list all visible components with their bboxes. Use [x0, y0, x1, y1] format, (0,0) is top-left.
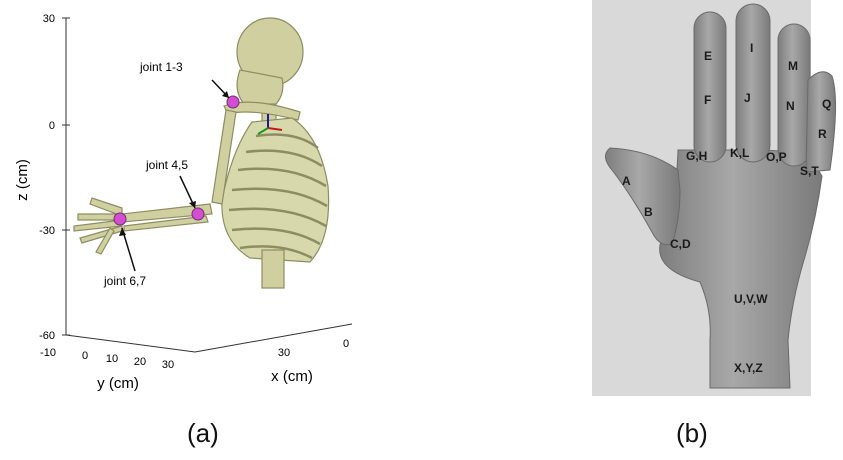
- hand-label: U,V,W: [734, 292, 768, 306]
- z-tick-label: 30: [43, 13, 55, 25]
- x-axis-label: x (cm): [271, 368, 313, 385]
- y-tick-label: 30: [162, 359, 174, 371]
- z-tick-label: 0: [49, 120, 55, 132]
- skeleton-figure: 30 0 -30 -60 z (cm) -10 0 10 20 30 y (cm…: [0, 0, 400, 400]
- hand-label: X,Y,Z: [734, 361, 763, 375]
- y-tick-label: 20: [134, 356, 146, 368]
- joint-marker: [114, 213, 126, 225]
- z-tick-label: -30: [39, 225, 55, 237]
- hand-label: Q: [822, 97, 831, 111]
- joint-label: joint 6,7: [103, 274, 146, 288]
- y-tick-label: 0: [82, 350, 88, 362]
- hand-label: S,T: [800, 164, 819, 178]
- skeleton-illustration: [74, 18, 329, 288]
- hand-label: R: [818, 127, 827, 141]
- hand-label: N: [786, 99, 795, 113]
- z-tick-label: -60: [39, 330, 55, 342]
- x-tick-label: 30: [278, 347, 290, 359]
- hand-label: F: [704, 93, 711, 107]
- caption-b: (b): [676, 418, 708, 449]
- z-axis-label: z (cm): [14, 159, 31, 201]
- hand-label: K,L: [730, 146, 749, 160]
- y-axis-label: y (cm): [97, 375, 139, 392]
- hand-label: E: [704, 49, 712, 63]
- hand-label: C,D: [670, 237, 691, 251]
- hand-image: E I M F J N Q R G,H K,L O,P S,T A B C,D …: [560, 0, 843, 400]
- x-axis: [195, 324, 352, 352]
- joint-marker: [192, 208, 204, 220]
- x-tick-label: 0: [343, 338, 349, 350]
- joint-label: joint 1-3: [139, 60, 183, 74]
- hand-label: M: [788, 59, 798, 73]
- y-tick-label: -10: [40, 347, 56, 359]
- y-tick-label: 10: [106, 353, 118, 365]
- skeleton-plot: 30 0 -30 -60 z (cm) -10 0 10 20 30 y (cm…: [0, 0, 400, 400]
- hand-label: B: [644, 205, 653, 219]
- joint-label: joint 4,5: [145, 158, 188, 172]
- caption-a: (a): [187, 418, 219, 449]
- hand-label: J: [744, 91, 751, 105]
- hand-figure: E I M F J N Q R G,H K,L O,P S,T A B C,D …: [560, 0, 843, 400]
- hand-label: A: [622, 174, 631, 188]
- hand-label: G,H: [686, 149, 707, 163]
- hand-label: O,P: [766, 150, 787, 164]
- hand-label: I: [750, 41, 753, 55]
